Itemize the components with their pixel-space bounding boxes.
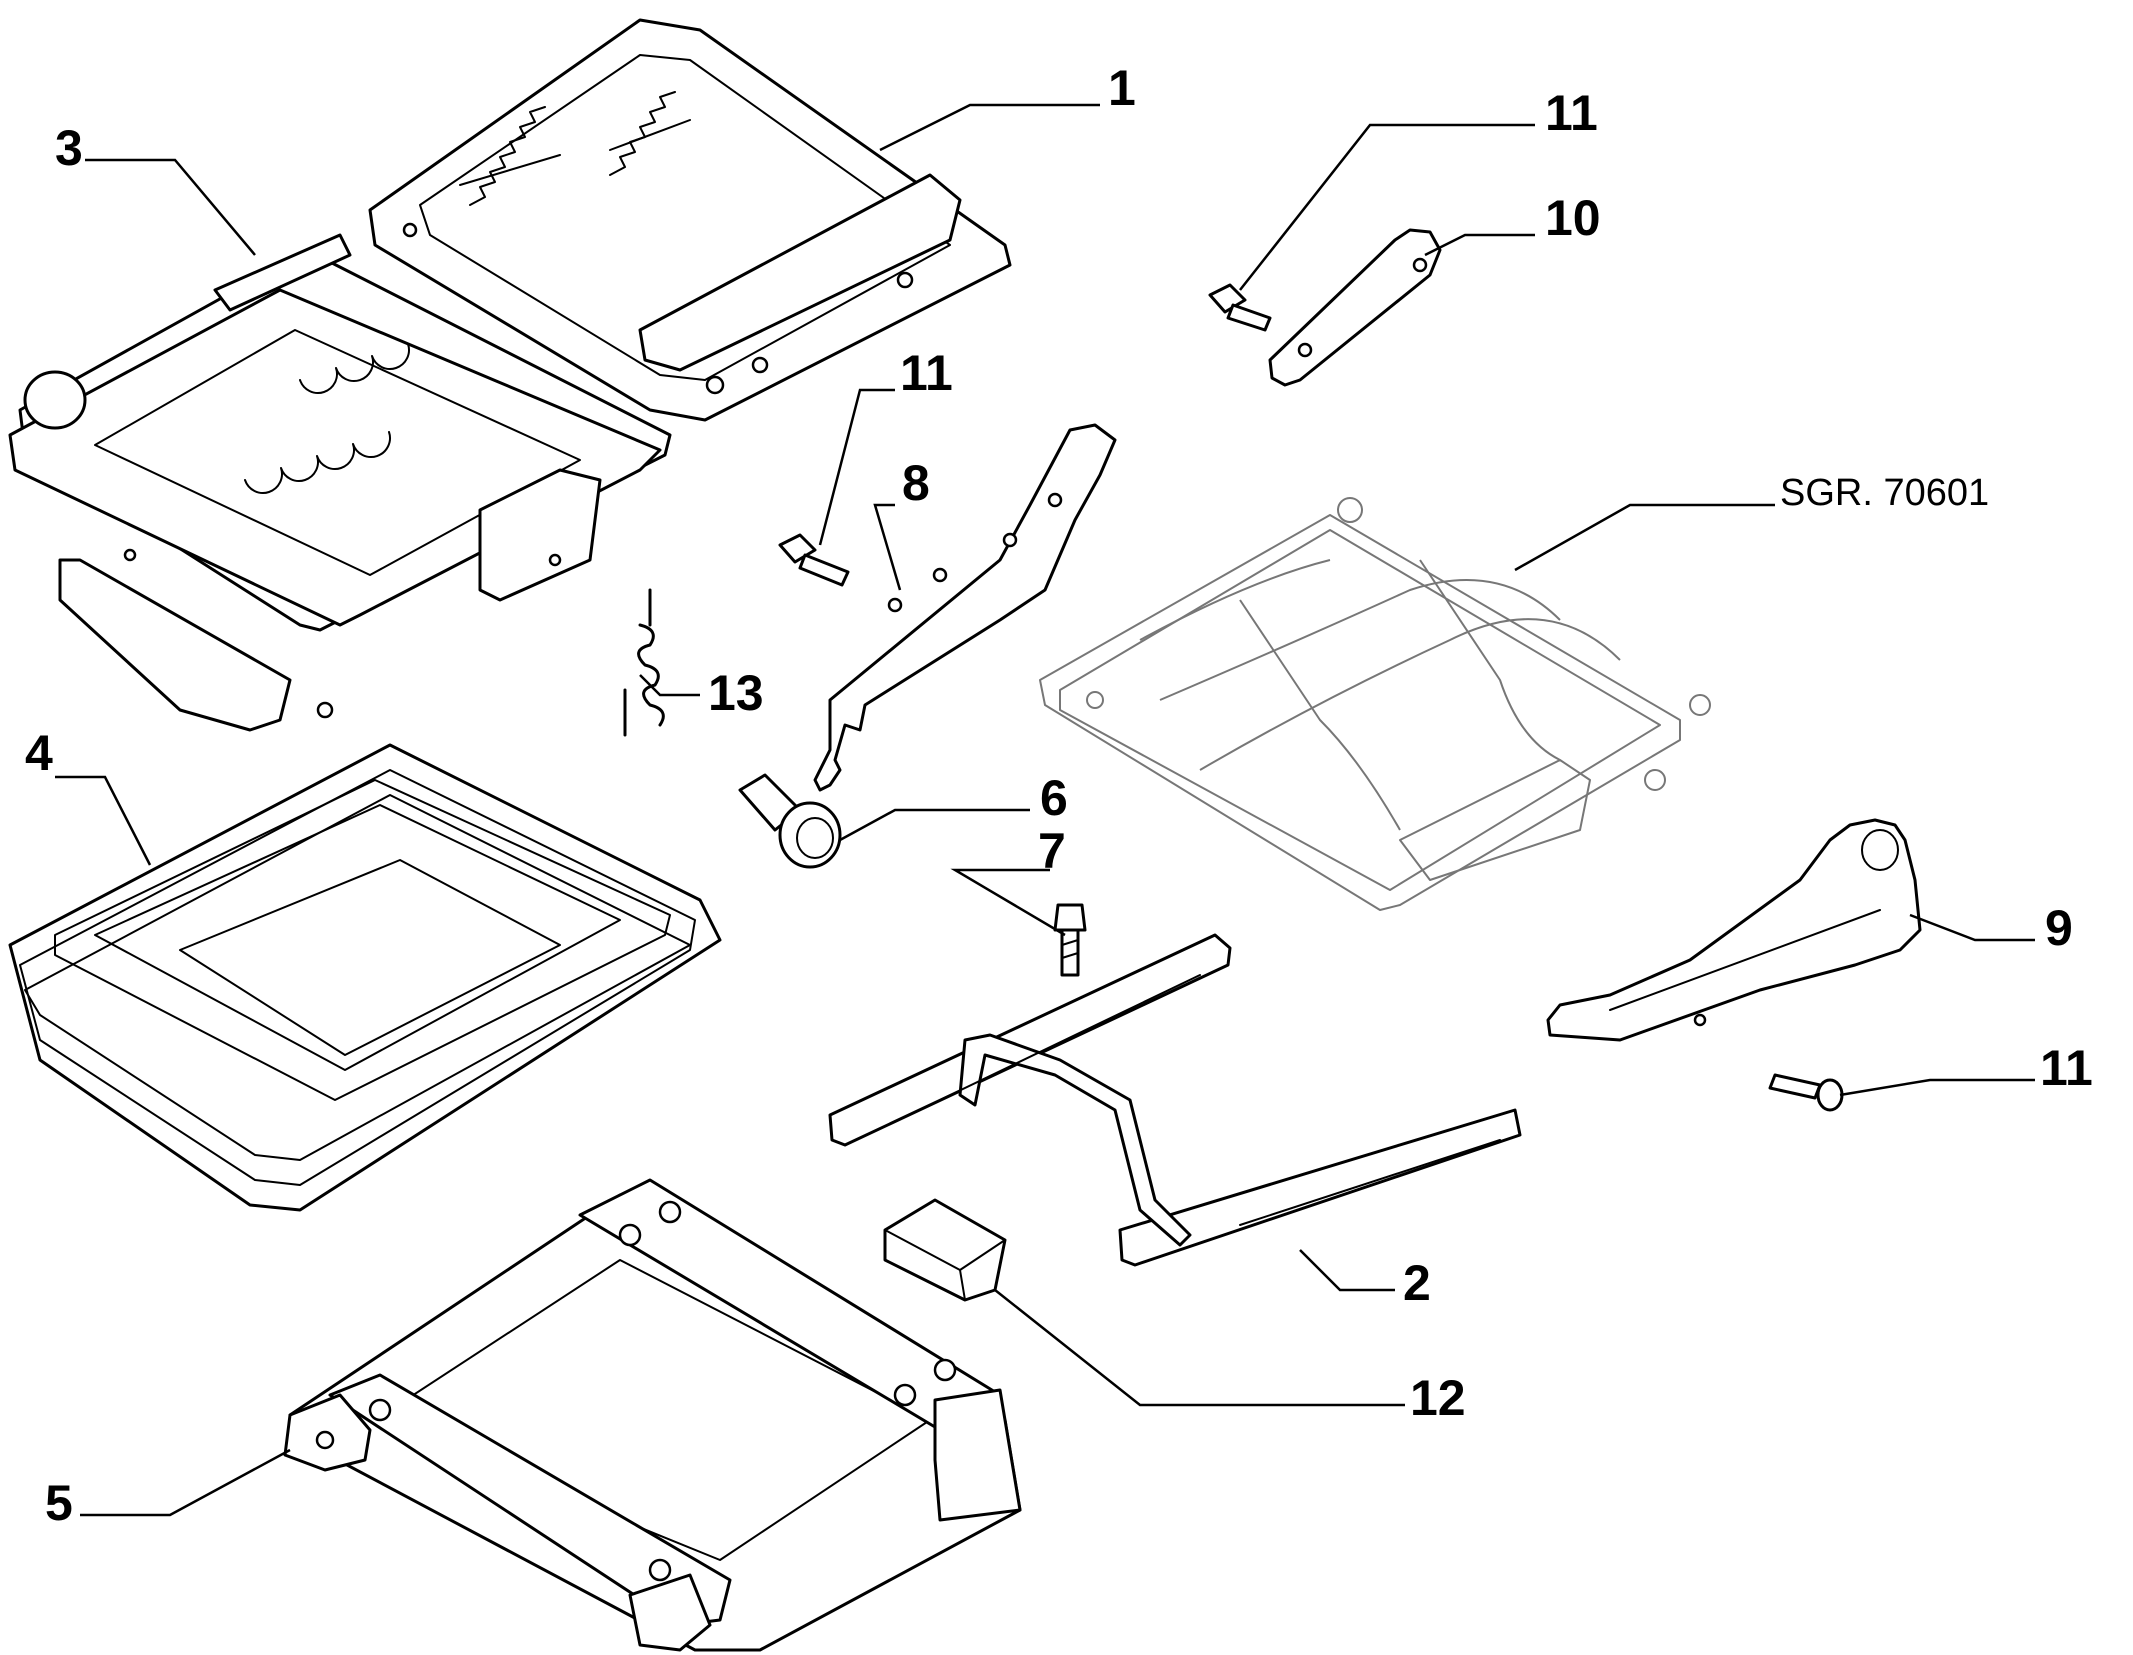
callout-2: 2 [1403, 1255, 1431, 1311]
leader-13 [639, 674, 700, 697]
callout-13: 13 [708, 665, 764, 721]
callout-1: 1 [1108, 60, 1136, 116]
leader-sgr [1514, 503, 1775, 572]
callout-8: 8 [902, 455, 930, 511]
leader-4 [55, 775, 152, 866]
leader-7 [950, 868, 1066, 937]
callout-11-lower: 11 [2040, 1040, 2093, 1096]
callout-4: 4 [25, 725, 53, 781]
callout-labels: 1 3 11 10 11 8 SGR. 70601 13 4 6 7 9 11 … [25, 60, 2093, 1531]
leader-lines [55, 103, 2035, 1517]
callout-3: 3 [55, 120, 83, 176]
callout-6: 6 [1040, 770, 1068, 826]
part-4-rubber-boot [8, 743, 722, 1212]
part-13-spring [623, 588, 665, 737]
callout-5: 5 [45, 1475, 73, 1531]
leader-8 [873, 503, 902, 591]
leader-5 [80, 1448, 291, 1517]
part-12-block [883, 1198, 1007, 1302]
part-6-pin [738, 773, 842, 869]
part-3-base-frame [8, 233, 672, 732]
part-9-side-bracket [1546, 818, 1922, 1042]
callout-10: 10 [1545, 190, 1601, 246]
part-7-bolt [1053, 903, 1087, 977]
part-1-upper-frame [368, 18, 1012, 422]
reference-label-sgr: SGR. 70601 [1780, 472, 1989, 514]
part-11-bolt-middle [778, 533, 850, 587]
leader-3 [85, 158, 256, 256]
reference-frame-sgr-70601 [1039, 497, 1711, 911]
leader-10 [1424, 233, 1535, 257]
part-8-side-bracket [813, 423, 1117, 792]
part-2-slide-rails [828, 933, 1522, 1267]
callout-11-middle: 11 [900, 345, 953, 401]
leader-9 [1909, 913, 2035, 942]
part-11-bolt-lower [1768, 1073, 1844, 1112]
part-11-bolt-upper [1208, 283, 1272, 332]
leader-2 [1299, 1249, 1395, 1292]
leader-11a [1239, 123, 1535, 291]
part-10-bracket [1268, 228, 1442, 387]
callout-7: 7 [1038, 823, 1066, 879]
leader-6 [839, 808, 1030, 842]
leader-11c [1839, 1078, 2035, 1097]
callout-11-upper: 11 [1545, 85, 1598, 141]
leader-12 [994, 1289, 1405, 1407]
part-5-mounting-base [283, 1178, 1022, 1652]
callout-9: 9 [2045, 900, 2073, 956]
callout-12: 12 [1410, 1370, 1466, 1426]
leader-1 [879, 103, 1100, 152]
leader-11b [818, 388, 895, 546]
